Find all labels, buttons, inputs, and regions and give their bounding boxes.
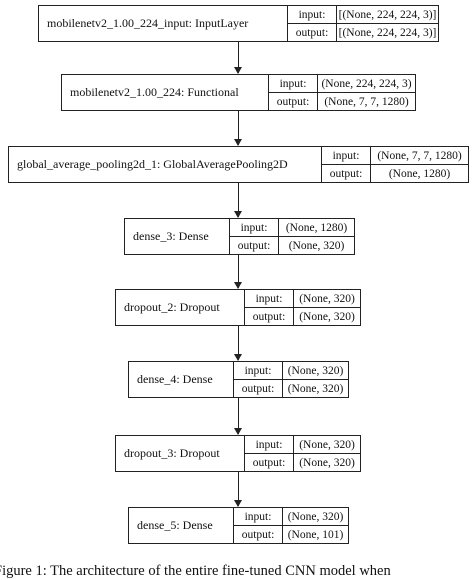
layer-node-functional: mobilenetv2_1.00_224: Functional input: o… [61,74,416,111]
output-shape: (None, 320) [287,382,344,395]
input-shape: (None, 320) [294,290,360,308]
layer-node-input-layer: mobilenetv2_1.00_224_input: InputLayer i… [38,5,439,42]
input-label: input: [288,6,336,24]
layer-node-dense-3: dense_3: Dense input: output: (None, 1280… [124,218,355,255]
output-label: output: [252,310,286,323]
layer-name: mobilenetv2_1.00_224_input: InputLayer [39,6,288,41]
output-shape: (None, 320) [288,239,345,252]
input-shape: (None, 7, 7, 1280) [371,147,468,165]
layer-name: mobilenetv2_1.00_224: Functional [62,75,269,110]
flow-arrow [234,42,242,74]
input-label: input: [234,508,282,526]
input-label: input: [245,290,293,308]
input-label: input: [234,362,282,380]
layer-name: global_average_pooling2d_1: GlobalAverag… [9,147,322,182]
layer-name: dropout_2: Dropout [116,290,245,325]
output-label: output: [241,528,275,541]
output-label: output: [295,26,329,39]
output-shape: [(None, 224, 224, 3)] [338,26,437,39]
flow-arrow [234,255,242,289]
output-label: output: [329,167,363,180]
output-shape: (None, 7, 7, 1280) [324,95,409,108]
output-label: output: [276,95,310,108]
layer-name: dense_4: Dense [129,362,234,397]
input-label: input: [269,75,317,93]
input-label: input: [230,219,278,237]
output-shape: (None, 320) [299,310,355,323]
figure-caption: Figure 1: The architecture of the entire… [0,563,391,579]
input-label: input: [322,147,370,165]
layer-node-global-average-pooling: global_average_pooling2d_1: GlobalAverag… [8,146,469,183]
output-shape: (None, 320) [299,456,355,469]
input-shape: (None, 1280) [279,219,354,237]
layer-name: dense_3: Dense [125,219,230,254]
input-shape: (None, 320) [294,436,360,454]
flow-arrow [234,111,242,146]
layer-name: dropout_3: Dropout [116,436,245,471]
input-shape: (None, 224, 224, 3) [318,75,415,93]
flow-arrow [234,183,242,218]
input-label: input: [245,436,293,454]
output-label: output: [241,382,275,395]
input-shape: (None, 320) [283,362,348,380]
layer-node-dropout-2: dropout_2: Dropout input: output: (None, … [115,289,361,326]
flow-arrow [234,472,242,507]
input-shape: [(None, 224, 224, 3)] [337,6,438,24]
output-shape: (None, 101) [287,528,344,541]
layer-node-dense-4: dense_4: Dense input: output: (None, 320)… [128,361,349,398]
flow-arrow [234,326,242,361]
output-label: output: [237,239,271,252]
input-shape: (None, 320) [283,508,348,526]
output-label: output: [252,456,286,469]
flow-arrow [234,398,242,435]
layer-node-dense-5: dense_5: Dense input: output: (None, 320)… [128,507,349,544]
layer-node-dropout-3: dropout_3: Dropout input: output: (None, … [115,435,361,472]
output-shape: (None, 1280) [388,167,451,180]
layer-name: dense_5: Dense [129,508,234,543]
